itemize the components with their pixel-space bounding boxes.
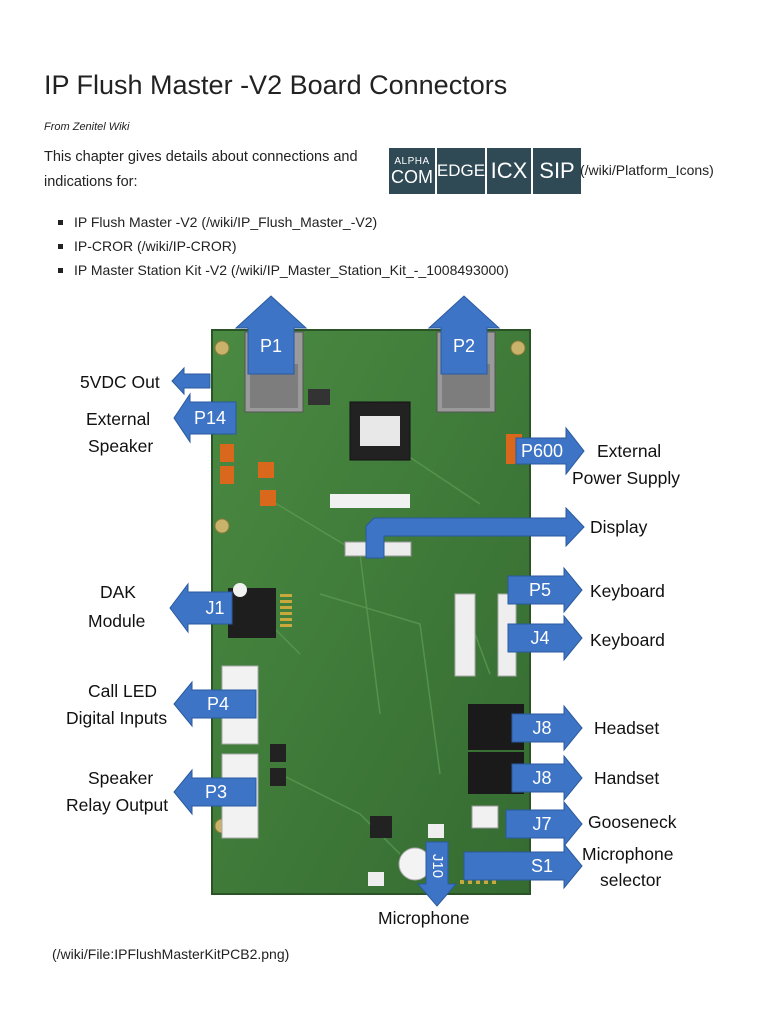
board-connector-diagram[interactable]: P1 P2 P14 P600 J1 P4 P3 P5 J4 J8 J8 J7 S…: [60, 294, 710, 934]
ic-chip: [270, 744, 286, 762]
list-item[interactable]: IP Flush Master -V2 (/wiki/IP_Flush_Mast…: [58, 210, 509, 234]
arrow-label-j10: J10: [429, 854, 446, 878]
sip-icon[interactable]: SIP: [533, 148, 581, 194]
dak-connector-j1: [228, 588, 276, 638]
list-item[interactable]: IP Master Station Kit -V2 (/wiki/IP_Mast…: [58, 258, 509, 282]
label-call-led-1: Call LED: [88, 681, 157, 701]
label-dak-2: Module: [88, 611, 145, 631]
ic-chip: [370, 816, 392, 838]
arrow-s1[interactable]: [463, 842, 583, 890]
label-external-speaker-1: External: [86, 409, 150, 429]
arrow-p14[interactable]: [173, 392, 237, 444]
arrow-label-j1: J1: [205, 598, 224, 618]
label-microphone-selector-2: selector: [600, 870, 661, 890]
label-headset: Headset: [594, 718, 659, 738]
label-external-power-2: Power Supply: [572, 468, 680, 488]
label-external-power-1: External: [597, 441, 661, 461]
arrow-label-j4: J4: [530, 628, 549, 648]
arrow-5vdc[interactable]: [171, 366, 211, 396]
bullet-icon: [58, 219, 63, 225]
arrow-p2[interactable]: [427, 295, 501, 375]
arrow-p4[interactable]: [173, 680, 257, 728]
arrow-j8-handset[interactable]: [511, 754, 583, 802]
arrow-label-p4: P4: [207, 694, 229, 714]
arrow-j7[interactable]: [505, 800, 583, 848]
arrow-p3[interactable]: [173, 768, 257, 816]
product-list: IP Flush Master -V2 (/wiki/IP_Flush_Mast…: [58, 210, 509, 282]
image-file-link[interactable]: (/wiki/File:IPFlushMasterKitPCB2.png): [52, 946, 290, 962]
alphacom-icon[interactable]: ALPHA COM: [389, 148, 435, 194]
label-keyboard-2: Keyboard: [590, 630, 665, 650]
arrow-p1[interactable]: [234, 295, 308, 375]
label-display: Display: [590, 517, 648, 537]
capacitor: [220, 466, 234, 484]
white-strip: [330, 494, 410, 508]
arrow-label-p2: P2: [453, 336, 475, 356]
arrow-label-j7: J7: [532, 814, 551, 834]
source-attribution: From Zenitel Wiki: [44, 121, 130, 133]
arrow-p600[interactable]: [515, 426, 585, 476]
arrow-label-p14: P14: [194, 408, 226, 428]
page-title: IP Flush Master -V2 Board Connectors: [44, 70, 508, 100]
icx-icon[interactable]: ICX: [487, 148, 531, 194]
label-speaker-relay-2: Relay Output: [66, 795, 168, 815]
arrow-j1[interactable]: [169, 582, 233, 634]
capacitor: [260, 490, 276, 506]
bullet-icon: [58, 267, 63, 273]
platform-icons[interactable]: ALPHA COM EDGE ICX SIP: [389, 148, 581, 194]
label-external-speaker-2: Speaker: [88, 436, 153, 456]
edge-icon[interactable]: EDGE: [437, 148, 485, 194]
arrow-j8-headset[interactable]: [511, 704, 583, 752]
label-microphone-selector-1: Microphone: [582, 844, 673, 864]
bullet-icon: [58, 243, 63, 249]
label-call-led-2: Digital Inputs: [66, 708, 167, 728]
capacitor: [220, 444, 234, 462]
label-5vdc-out: 5VDC Out: [80, 372, 160, 392]
list-item[interactable]: IP-CROR (/wiki/IP-CROR): [58, 234, 509, 258]
label-speaker-relay-1: Speaker: [88, 768, 153, 788]
arrow-label-p3: P3: [205, 782, 227, 802]
label-keyboard-1: Keyboard: [590, 581, 665, 601]
arrow-label-j8-headset: J8: [532, 718, 551, 738]
arrow-j10[interactable]: [416, 841, 458, 907]
label-dak-1: DAK: [100, 582, 136, 602]
arrow-label-s1: S1: [531, 856, 553, 876]
arrow-j4[interactable]: [507, 614, 583, 662]
arrow-label-j8-handset: J8: [532, 768, 551, 788]
label-microphone: Microphone: [378, 908, 469, 928]
arrow-label-p1: P1: [260, 336, 282, 356]
intro-text: This chapter gives details about connect…: [44, 149, 358, 190]
arrow-label-p5: P5: [529, 580, 551, 600]
label-gooseneck: Gooseneck: [588, 812, 677, 832]
arrow-label-p600: P600: [521, 441, 563, 461]
keyboard-connector: [454, 593, 476, 677]
arrow-p5[interactable]: [507, 566, 583, 614]
capacitor: [258, 462, 274, 478]
label-handset: Handset: [594, 768, 659, 788]
arrow-display[interactable]: [365, 506, 585, 559]
platform-icons-link[interactable]: (/wiki/Platform_Icons): [580, 162, 714, 178]
ic-chip: [270, 768, 286, 786]
gooseneck-connector-j7: [471, 805, 499, 829]
